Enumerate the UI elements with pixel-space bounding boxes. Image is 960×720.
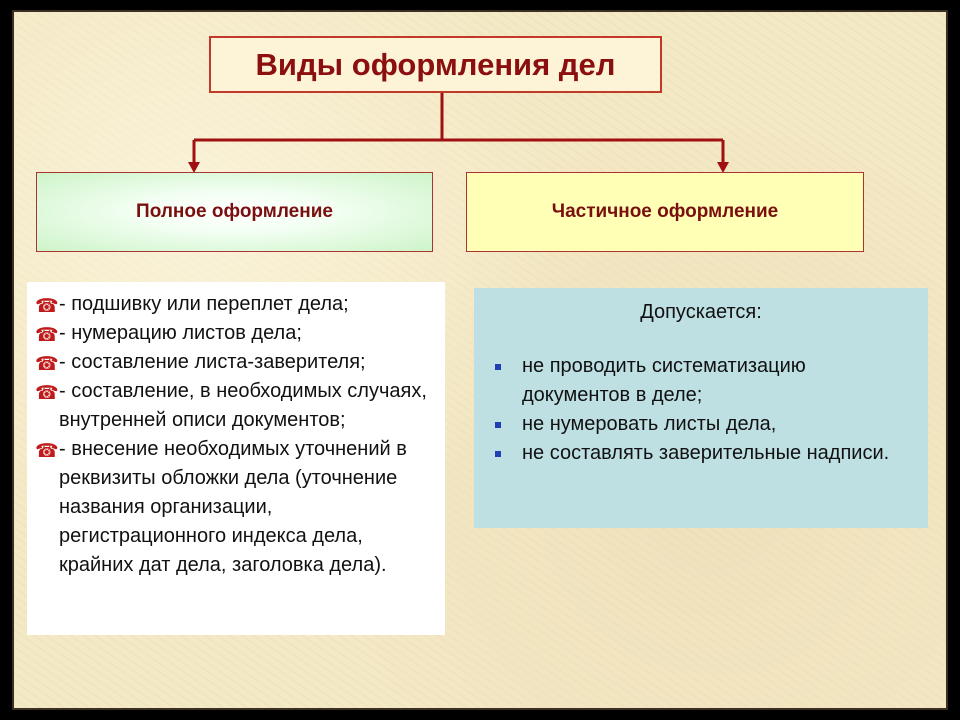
list-item-text: - нумерацию листов дела; [59,322,302,344]
list-item: ☎ - внесение необходимых уточнений в рек… [35,435,439,580]
partial-heading: Допускается: [640,301,762,323]
phone-icon: ☎ [35,325,59,346]
partial-processing-box: Частичное оформление [466,172,864,252]
list-item-text: - подшивку или переплет дела; [59,293,349,315]
list-item: не нумеровать листы дела, [486,410,916,439]
full-processing-label: Полное оформление [136,201,333,222]
left-arrow-head [188,162,200,173]
phone-icon: ☎ [35,383,59,404]
list-item-text: - внесение необходимых уточнений в рекви… [59,438,407,576]
title-box: Виды оформления дел [209,36,662,93]
list-item: не составлять заверительные надписи. [486,439,916,468]
phone-icon: ☎ [35,354,59,375]
full-processing-list: ☎ - подшивку или переплет дела; ☎ - нуме… [27,282,445,635]
list-item-text: - составление, в необходимых случаях, вн… [59,380,427,431]
list-item: ☎ - нумерацию листов дела; [35,319,439,348]
list-item-text: не нумеровать листы дела, [522,413,777,435]
square-bullet-icon [495,451,501,457]
list-item-text: не составлять заверительные надписи. [522,442,890,464]
diagram-title: Виды оформления дел [255,46,616,82]
list-item: ☎ - подшивку или переплет дела; [35,290,439,319]
right-arrow-head [717,162,729,173]
square-bullet-icon [495,364,501,370]
phone-icon: ☎ [35,441,59,462]
square-bullet-icon [495,422,501,428]
partial-processing-label: Частичное оформление [551,201,779,222]
list-item-text: не проводить систематизацию документов в… [522,355,806,406]
list-item: не проводить систематизацию документов в… [486,352,916,410]
slide: Виды оформления дел Полное оформление Ча… [12,10,948,710]
list-item: ☎ - составление листа-заверителя; [35,348,439,377]
list-item-text: - составление листа-заверителя; [59,351,366,373]
connector-lines [188,91,729,173]
phone-icon: ☎ [35,296,59,317]
full-processing-box: Полное оформление [36,172,433,252]
list-item: ☎ - составление, в необходимых случаях, … [35,377,439,435]
partial-processing-list: Допускается: не проводить систематизацию… [474,288,928,528]
